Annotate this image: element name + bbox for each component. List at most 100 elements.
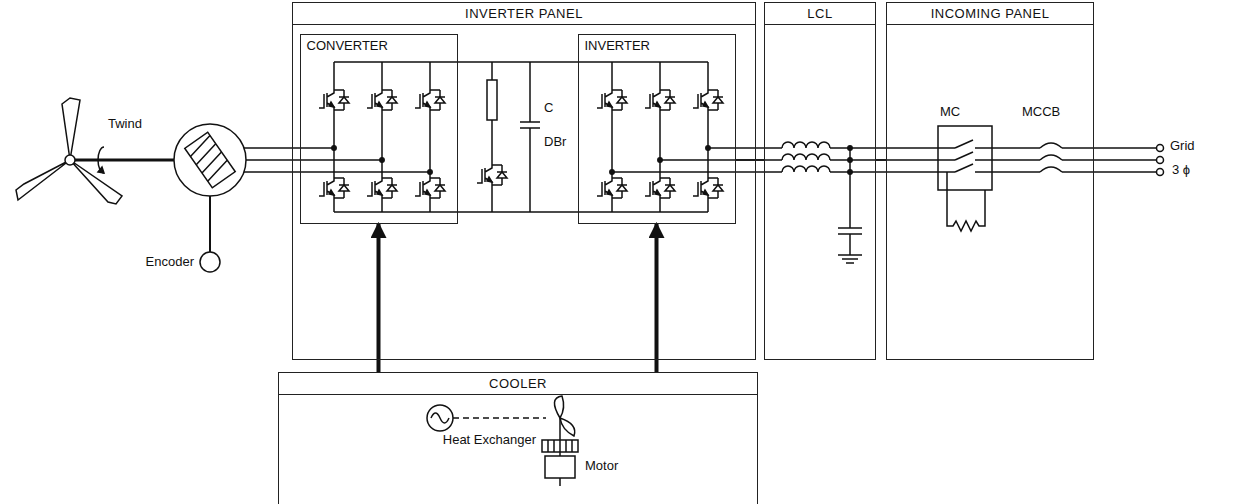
diode-symbol xyxy=(382,90,397,110)
dc-bus xyxy=(334,62,708,212)
brake-resistor xyxy=(487,80,497,120)
hub xyxy=(65,155,75,165)
blade xyxy=(16,160,70,200)
box-title: CONVERTER xyxy=(301,35,394,56)
junction-dot xyxy=(848,170,852,174)
inductor-symbol xyxy=(782,166,830,172)
leg-line xyxy=(659,62,661,212)
breaker-contact xyxy=(1040,167,1062,172)
phase-wire xyxy=(1062,171,1156,173)
phase-link xyxy=(736,159,765,161)
encoder-shaft xyxy=(209,196,211,252)
magnetic-contactor xyxy=(938,126,992,231)
dashed-link xyxy=(453,417,546,419)
leg-line xyxy=(707,62,709,212)
breaker-contact xyxy=(1040,155,1062,160)
igbt-symbol xyxy=(477,163,492,187)
phase-wire xyxy=(975,147,1040,149)
igbt-arrow xyxy=(377,102,382,107)
contactor-contact xyxy=(955,140,973,148)
igbt-symbol xyxy=(693,176,708,200)
motor-symbol xyxy=(545,456,575,478)
torque-label: Twind xyxy=(108,116,168,131)
torque-arrowhead xyxy=(98,167,104,173)
panel-heading: LCL xyxy=(765,3,875,25)
igbt-symbol xyxy=(645,88,660,112)
component-label: C xyxy=(544,100,574,115)
phase-wire xyxy=(1062,159,1156,161)
diode-symbol xyxy=(612,178,627,198)
shaft xyxy=(75,159,174,162)
bypass-resistor xyxy=(947,172,985,231)
cooling-arrow xyxy=(377,224,381,373)
igbt-arrow xyxy=(425,190,430,195)
junction-dot xyxy=(332,146,336,150)
diode-symbol xyxy=(334,90,349,110)
grid-terminal xyxy=(1157,157,1164,164)
diode-symbol xyxy=(612,90,627,110)
diode-triangle xyxy=(387,185,397,191)
igbt-symbol xyxy=(693,88,708,112)
grid-label: Grid xyxy=(1170,138,1230,153)
panel-heading: COOLER xyxy=(279,373,757,395)
component-label: DBr xyxy=(544,134,576,149)
panel-heading: INVERTER PANEL xyxy=(293,3,755,25)
dc-capacitor xyxy=(520,62,540,212)
igbt-symbol xyxy=(367,88,382,112)
phase-wire xyxy=(244,147,334,149)
component-label: MC xyxy=(940,104,980,119)
phase-link xyxy=(876,159,886,161)
sine-symbol xyxy=(431,413,449,423)
inductor-symbol xyxy=(782,154,830,160)
igbt-arrow xyxy=(329,190,334,195)
igbt-symbol xyxy=(415,176,430,200)
igbt-symbol xyxy=(597,88,612,112)
rotor xyxy=(185,132,235,187)
junction-dot xyxy=(848,146,852,150)
encoder-symbol xyxy=(200,252,220,272)
contactor-contact xyxy=(955,164,973,172)
component-label: Heat Exchanger xyxy=(380,432,536,447)
diode-triangle xyxy=(713,97,723,103)
junction-dot xyxy=(848,158,852,162)
diode-symbol xyxy=(708,178,723,198)
fan-symbol xyxy=(554,396,574,436)
igbt-symbol xyxy=(319,176,334,200)
igbt-arrow xyxy=(377,190,382,195)
heat-exchanger-symbol xyxy=(542,440,578,452)
junction-dot xyxy=(428,170,432,174)
igbt-symbol xyxy=(367,176,382,200)
junction-dot xyxy=(658,158,662,162)
igbt-symbol xyxy=(319,88,334,112)
box-title: INVERTER xyxy=(579,35,657,56)
phase-wire xyxy=(975,171,1040,173)
breaker-contact xyxy=(1040,143,1062,148)
grid-terminal xyxy=(1157,145,1164,152)
igbt-arrow xyxy=(329,102,334,107)
phase-wire xyxy=(708,147,782,149)
inductor-symbol xyxy=(782,142,830,148)
igbt-arrow xyxy=(655,190,660,195)
cooling-arrow xyxy=(655,224,659,373)
grid-label: 3 ϕ xyxy=(1172,162,1232,177)
wind-turbine xyxy=(16,98,174,204)
diode-triangle xyxy=(339,97,349,103)
torque-arrow xyxy=(98,147,104,173)
igbt-arrow xyxy=(703,102,708,107)
contactor-box xyxy=(938,126,992,190)
igbt-symbol xyxy=(597,176,612,200)
igbt-arrow xyxy=(425,102,430,107)
diode-symbol xyxy=(660,178,675,198)
leg-line xyxy=(611,62,613,212)
generator xyxy=(174,124,246,272)
igbt-arrow xyxy=(655,102,660,107)
converter-box: CONVERTER xyxy=(300,34,458,224)
diode-symbol xyxy=(660,90,675,110)
diode-triangle xyxy=(617,97,627,103)
junction-dot xyxy=(706,146,710,150)
blade xyxy=(70,160,122,204)
leg-line xyxy=(429,62,431,212)
power-circuit xyxy=(244,62,1164,212)
diode-symbol xyxy=(382,178,397,198)
